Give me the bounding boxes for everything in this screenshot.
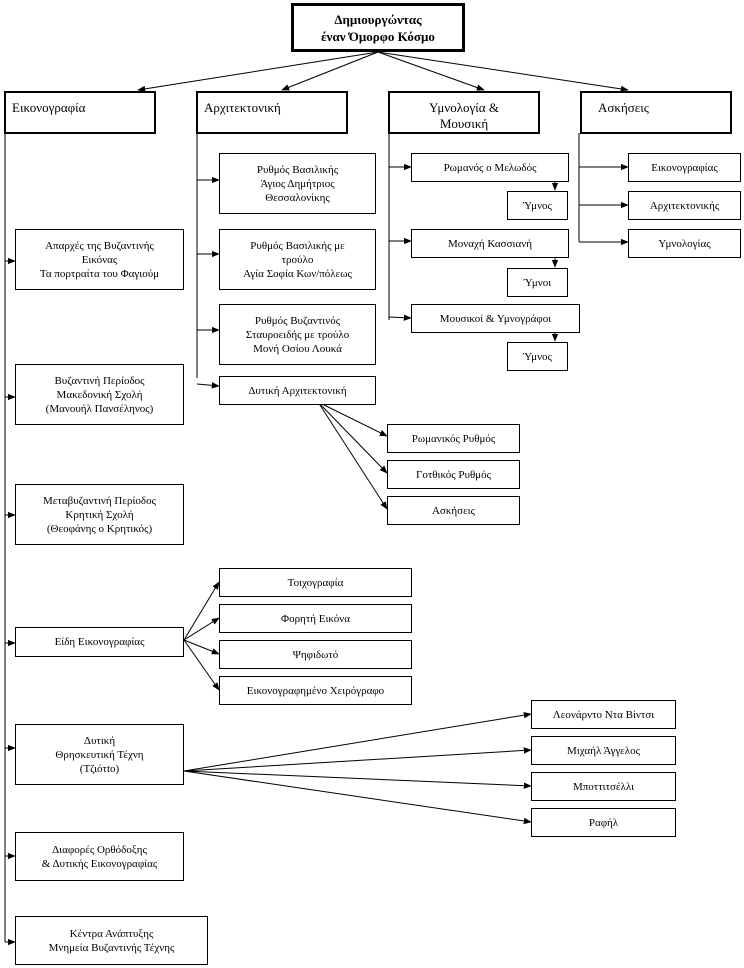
- western-arch-item: Ασκήσεις: [387, 496, 520, 525]
- artist-label: Μποττιτσέλλι: [572, 780, 635, 793]
- iconography-item-label: Μεταβυζαντινή Περίοδος Κρητική Σχολή (Θε…: [43, 494, 156, 535]
- iconography-item-label: Απαρχές της Βυζαντινής Εικόνας Τα πορτρα…: [39, 239, 160, 280]
- category-architecture: Αρχιτεκτονική: [196, 91, 348, 134]
- western-arch-item: Γοτθικός Ρυθμός: [387, 460, 520, 489]
- iconography-item: Διαφορές Ορθόδοξης & Δυτικής Εικονογραφί…: [15, 832, 184, 881]
- architecture-item: Ρυθμός Βυζαντινός Σταυροειδής με τρούλο …: [219, 304, 376, 365]
- icon-type-label: Φορητή Εικόνα: [281, 612, 350, 625]
- iconography-item: Είδη Εικονογραφίας: [15, 627, 184, 657]
- hymnology-item: Μουσικοί & Υμνογράφοι: [411, 304, 580, 333]
- western-arch-label: Γοτθικός Ρυθμός: [415, 468, 491, 481]
- western-arch-label: Ρωμανικός Ρυθμός: [411, 432, 496, 445]
- askiseis-item: Υμνολογίας: [628, 229, 741, 258]
- iconography-item: Απαρχές της Βυζαντινής Εικόνας Τα πορτρα…: [15, 229, 184, 290]
- category-iconography: Εικονογραφία: [4, 91, 156, 134]
- artist-label: Λεονάρντο Ντα Βίντσι: [552, 708, 655, 721]
- artist-item: Μιχαήλ Άγγελος: [531, 736, 676, 765]
- hymn-item: Ύμνοι: [507, 268, 568, 297]
- hymnology-item-label: Μοναχή Κασσιανή: [447, 237, 532, 250]
- western-arch-label: Ασκήσεις: [431, 504, 476, 517]
- askiseis-item-label: Αρχιτεκτονικής: [649, 199, 720, 212]
- architecture-item-label: Δυτική Αρχιτεκτονική: [248, 384, 347, 397]
- askiseis-item: Εικονογραφίας: [628, 153, 741, 182]
- iconography-item-label: Διαφορές Ορθόδοξης & Δυτικής Εικονογραφί…: [41, 843, 158, 870]
- askiseis-item-label: Υμνολογίας: [658, 237, 711, 250]
- artist-label: Ραφήλ: [588, 816, 619, 829]
- icon-type-item: Εικονογραφημένο Χειρόγραφο: [219, 676, 412, 705]
- category-askiseis: Ασκήσεις: [580, 91, 732, 134]
- iconography-item: Δυτική Θρησκευτική Τέχνη (Τζιότto): [15, 724, 184, 785]
- category-architecture-label: Αρχιτεκτονική: [204, 100, 281, 115]
- category-iconography-label: Εικονογραφία: [12, 100, 86, 115]
- hymnology-item: Μοναχή Κασσιανή: [411, 229, 569, 258]
- hymn-item: Ύμνος: [507, 342, 568, 371]
- icon-type-item: Φορητή Εικόνα: [219, 604, 412, 633]
- hymnology-item: Ρωμανός ο Μελωδός: [411, 153, 569, 182]
- iconography-item-label: Βυζαντινή Περίοδος Μακεδονική Σχολή (Μαν…: [45, 374, 154, 415]
- askiseis-item: Αρχιτεκτονικής: [628, 191, 741, 220]
- iconography-item: Βυζαντινή Περίοδος Μακεδονική Σχολή (Μαν…: [15, 364, 184, 425]
- architecture-item: Ρυθμός Βασιλικής με τρούλο Αγία Σοφία Κω…: [219, 229, 376, 290]
- artist-item: Ραφήλ: [531, 808, 676, 837]
- hymn-item-label: Ύμνος: [523, 199, 552, 212]
- hymn-item-label: Ύμνοι: [523, 276, 552, 289]
- iconography-item-label: Κέντρα Ανάπτυξης Μνημεία Βυζαντινής Τέχν…: [48, 927, 175, 954]
- hymnology-item-label: Μουσικοί & Υμνογράφοι: [439, 312, 552, 325]
- iconography-item: Μεταβυζαντινή Περίοδος Κρητική Σχολή (Θε…: [15, 484, 184, 545]
- architecture-item: Ρυθμός Βασιλικής Άγιος Δημήτριος Θεσσαλο…: [219, 153, 376, 214]
- category-hymnology-label: Υμνολογία & Μουσική: [429, 100, 499, 131]
- architecture-item-label: Ρυθμός Βασιλικής Άγιος Δημήτριος Θεσσαλο…: [256, 163, 339, 204]
- artist-label: Μιχαήλ Άγγελος: [567, 744, 640, 757]
- architecture-item-label: Ρυθμός Βασιλικής με τρούλο Αγία Σοφία Κω…: [243, 239, 352, 280]
- askiseis-item-label: Εικονογραφίας: [651, 161, 718, 174]
- iconography-item-label: Δυτική Θρησκευτική Τέχνη (Τζιότto): [55, 734, 144, 775]
- title-text: Δημιουργώντας έναν Όμορφο Κόσμο: [321, 11, 435, 44]
- western-arch-item: Ρωμανικός Ρυθμός: [387, 424, 520, 453]
- hymnology-item-label: Ρωμανός ο Μελωδός: [443, 161, 537, 174]
- diagram-title: Δημιουργώντας έναν Όμορφο Κόσμο: [291, 3, 465, 52]
- iconography-item-label: Είδη Εικονογραφίας: [54, 636, 145, 648]
- icon-type-label: Ψηφιδωτό: [292, 648, 339, 661]
- artist-item: Λεονάρντο Ντα Βίντσι: [531, 700, 676, 729]
- iconography-item: Κέντρα Ανάπτυξης Μνημεία Βυζαντινής Τέχν…: [15, 916, 208, 965]
- category-askiseis-label: Ασκήσεις: [598, 100, 649, 115]
- icon-type-item: Ψηφιδωτό: [219, 640, 412, 669]
- category-hymnology: Υμνολογία & Μουσική: [388, 91, 540, 134]
- icon-type-label: Εικονογραφημένο Χειρόγραφο: [246, 684, 385, 697]
- architecture-item-label: Ρυθμός Βυζαντινός Σταυροειδής με τρούλο …: [245, 314, 350, 355]
- icon-type-label: Τοιχογραφία: [287, 576, 344, 589]
- icon-type-item: Τοιχογραφία: [219, 568, 412, 597]
- hymn-item-label: Ύμνος: [523, 350, 552, 363]
- architecture-item: Δυτική Αρχιτεκτονική: [219, 376, 376, 405]
- artist-item: Μποττιτσέλλι: [531, 772, 676, 801]
- hymn-item: Ύμνος: [507, 191, 568, 220]
